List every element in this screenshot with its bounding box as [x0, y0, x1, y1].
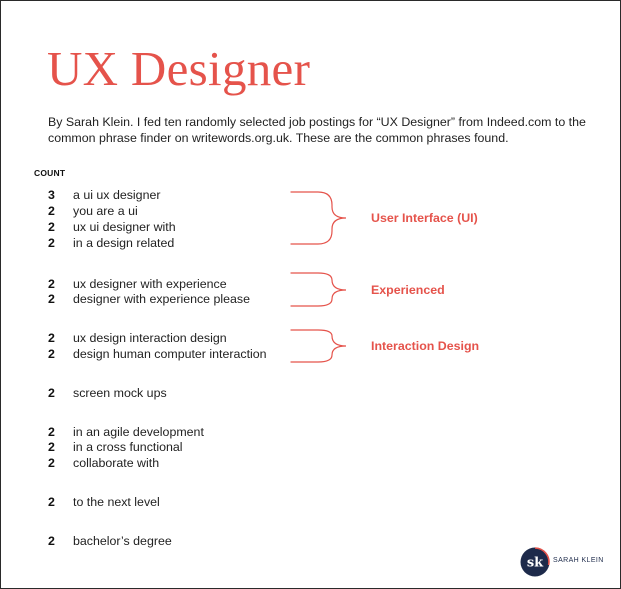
phrase-text: design human computer interaction: [73, 347, 267, 361]
phrase-count: 3: [48, 188, 55, 202]
phrase-count: 2: [48, 347, 55, 361]
phrase-count: 2: [48, 204, 55, 218]
phrase-count: 2: [48, 386, 55, 400]
phrase-count: 2: [48, 456, 55, 470]
phrase-text: in an agile development: [73, 425, 204, 439]
phrase-text: ux designer with experience: [73, 277, 227, 291]
sk-logo-icon: sk: [520, 547, 550, 577]
group-label-ui: User Interface (UI): [371, 211, 478, 225]
phrase-text: ux design interaction design: [73, 331, 227, 345]
phrase-text: designer with experience please: [73, 292, 251, 306]
phrase-count: 2: [48, 292, 55, 306]
phrase-text: in a design related: [73, 236, 175, 250]
phrase-count: 2: [48, 495, 55, 509]
group-label-experienced: Experienced: [371, 283, 445, 297]
phrase-text: a ui ux designer: [73, 188, 161, 202]
phrase-text: screen mock ups: [73, 386, 167, 400]
phrase-count: 2: [48, 440, 55, 454]
phrase-count: 2: [48, 236, 55, 250]
phrase-text: you are a ui: [73, 204, 138, 218]
count-column-header: COUNT: [34, 168, 66, 178]
phrase-text: bachelor’s degree: [73, 534, 172, 548]
group-label-interaction: Interaction Design: [371, 339, 480, 353]
brace-ui: [290, 191, 347, 245]
phrase-count: 2: [48, 220, 55, 234]
logo-monogram: sk: [527, 556, 544, 571]
phrase-count: 2: [48, 534, 55, 548]
brace-experienced: [290, 272, 347, 307]
phrase-text: in a cross functional: [73, 440, 183, 454]
page-title: UX Designer: [47, 41, 311, 96]
brand-name: SARAH KLEIN: [553, 557, 604, 564]
brace-interaction: [290, 329, 347, 363]
phrase-text: to the next level: [73, 495, 160, 509]
phrase-text: ux ui designer with: [73, 220, 176, 234]
phrase-count: 2: [48, 425, 55, 439]
phrase-count: 2: [48, 277, 55, 291]
phrase-text: collaborate with: [73, 456, 160, 470]
phrase-count: 2: [48, 331, 55, 345]
intro-text: By Sarah Klein. I fed ten randomly selec…: [48, 115, 586, 145]
